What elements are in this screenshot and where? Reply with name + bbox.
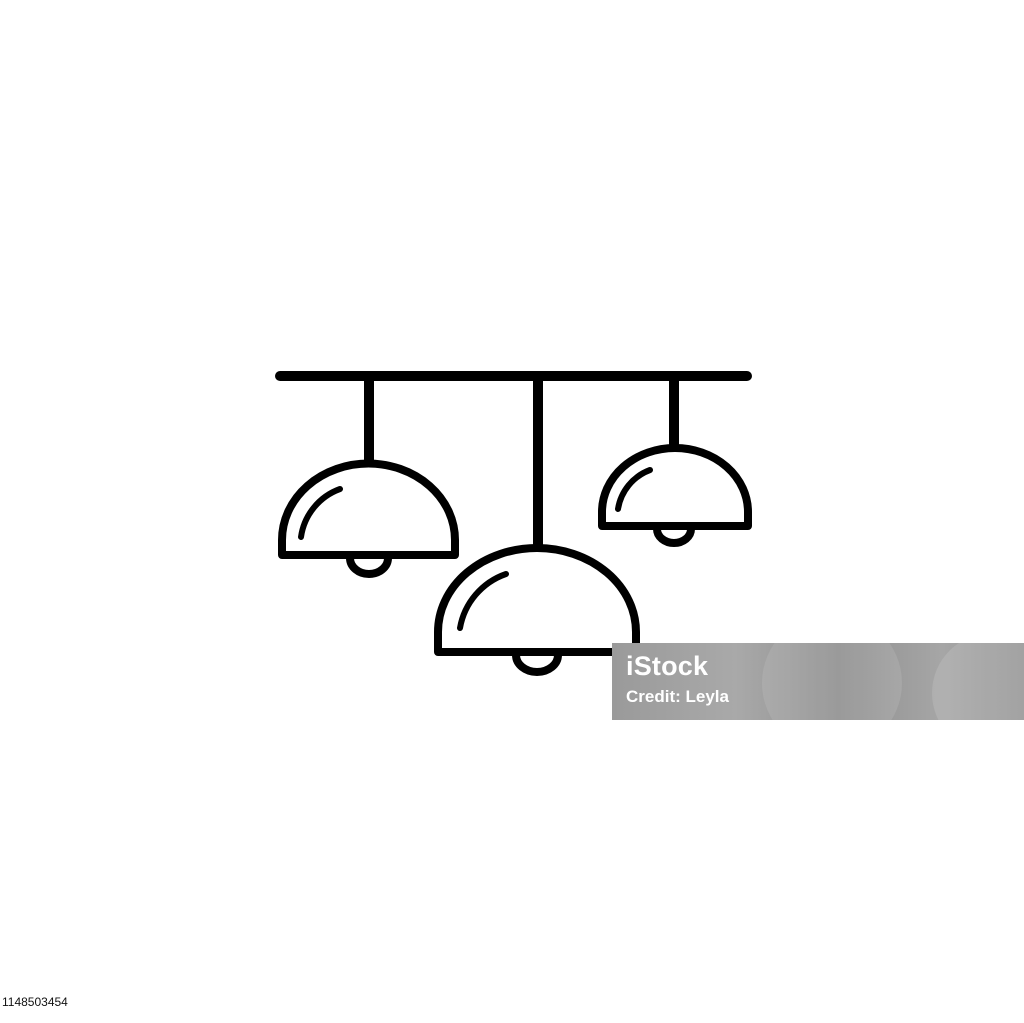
right-pendant-lamp — [598, 376, 752, 547]
watermark-brand: iStock — [626, 651, 709, 681]
image-id-label: 1148503454 — [0, 993, 90, 1011]
watermark-banner: iStock Credit: Leyla — [612, 643, 1024, 720]
left-pendant-lamp — [278, 376, 459, 578]
middle-pendant-lamp — [434, 376, 640, 676]
watermark-credit: Credit: Leyla — [626, 687, 729, 706]
